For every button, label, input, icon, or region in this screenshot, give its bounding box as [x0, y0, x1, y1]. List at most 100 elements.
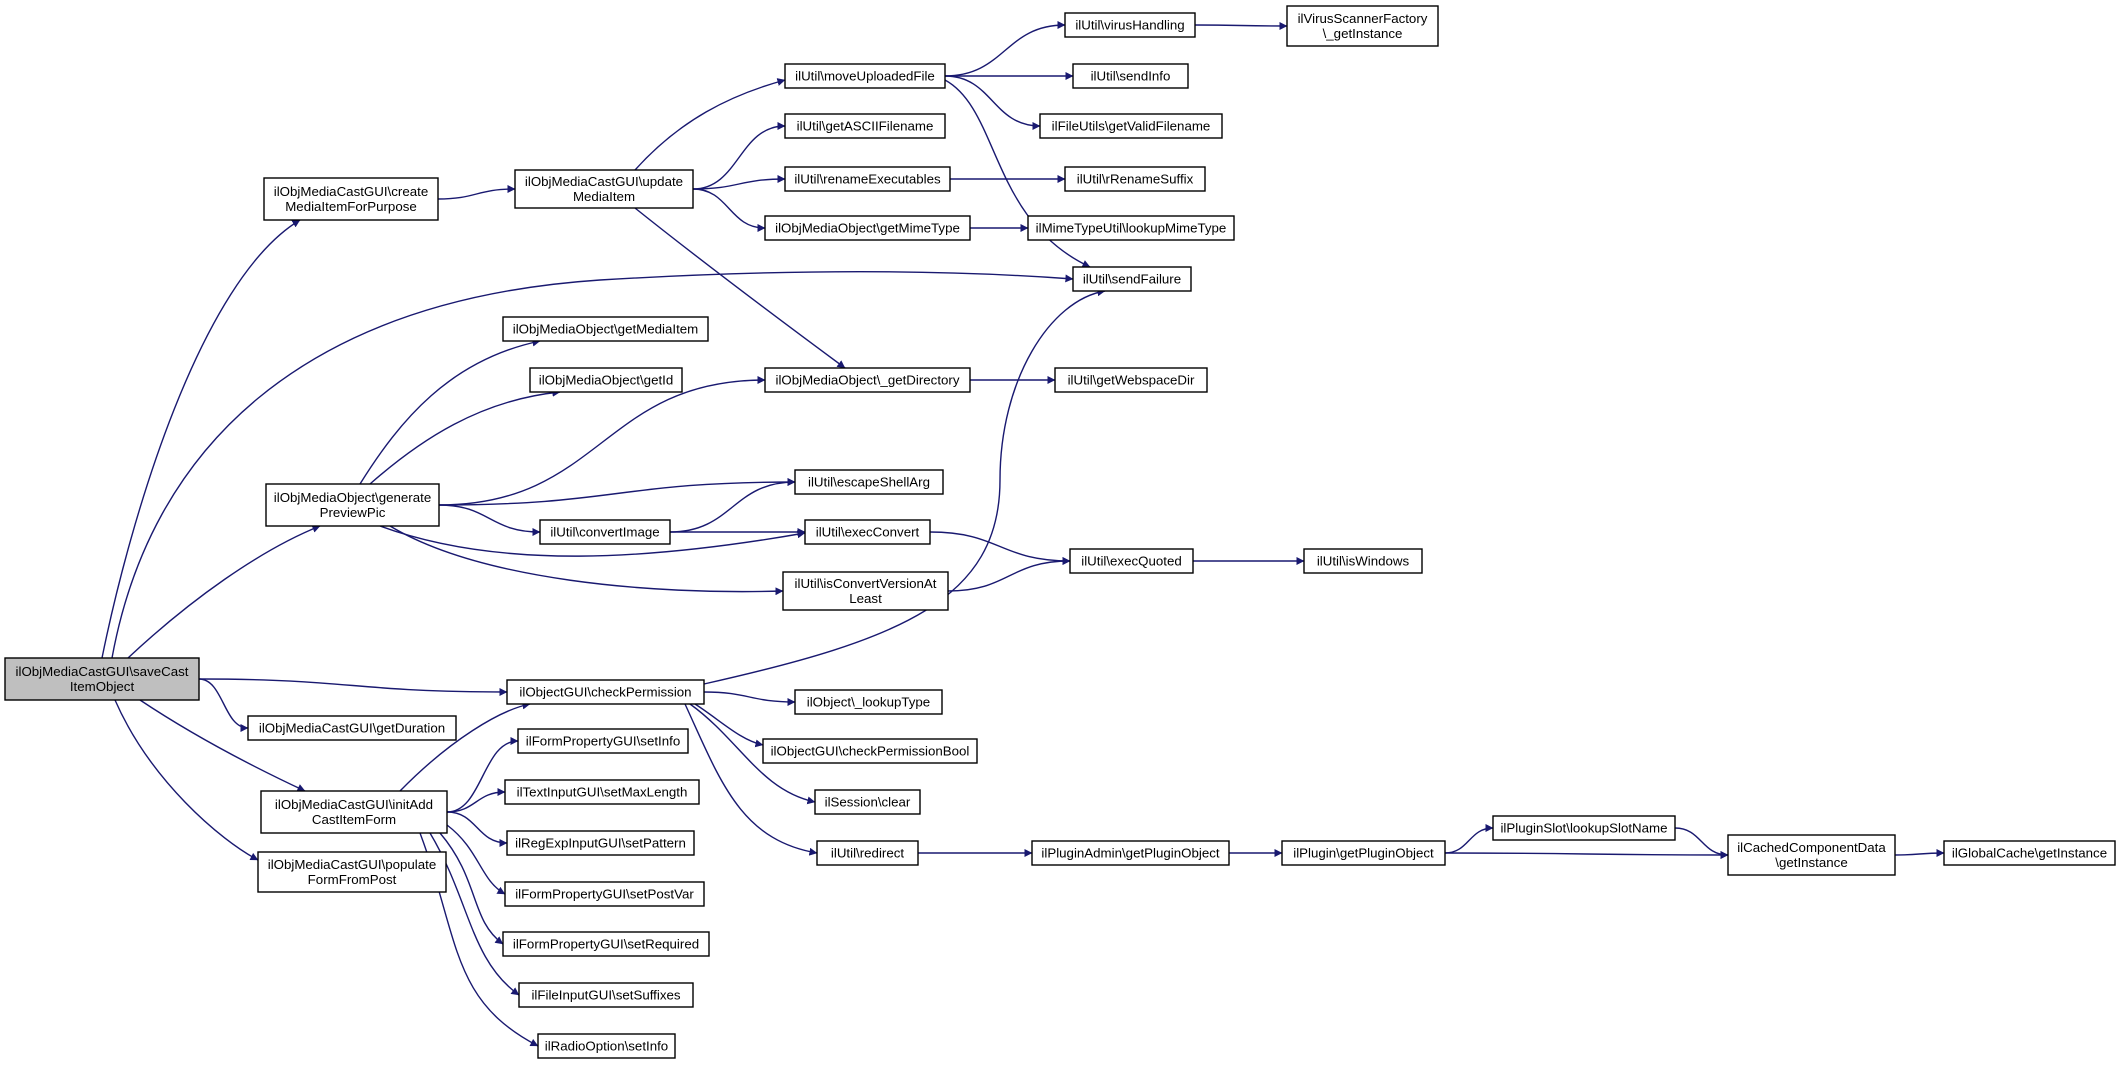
- edge-is-convert-version-to-exec-quoted: [947, 557, 1071, 592]
- node-radio-set-info[interactable]: ilRadioOption\setInfo: [537, 1033, 676, 1059]
- node-plugin-get[interactable]: ilPlugin\getPluginObject: [1281, 840, 1446, 866]
- node-box[interactable]: [764, 367, 971, 393]
- node-check-permission[interactable]: ilObjectGUI\checkPermission: [506, 679, 705, 705]
- node-r-rename[interactable]: ilUtil\rRenameSuffix: [1064, 166, 1206, 192]
- node-box[interactable]: [504, 881, 705, 907]
- node-box[interactable]: [1064, 166, 1206, 192]
- node-set-required[interactable]: ilFormPropertyGUI\setRequired: [502, 931, 710, 957]
- node-box[interactable]: [794, 469, 944, 495]
- node-box[interactable]: [1727, 834, 1896, 876]
- node-box[interactable]: [265, 483, 440, 527]
- node-virus-scanner[interactable]: ilVirusScannerFactory\_getInstance: [1286, 5, 1439, 47]
- node-box[interactable]: [1027, 215, 1235, 241]
- node-box[interactable]: [1064, 12, 1196, 38]
- node-box[interactable]: [514, 169, 694, 209]
- node-exec-convert[interactable]: ilUtil\execConvert: [804, 519, 931, 545]
- node-box[interactable]: [1286, 5, 1439, 47]
- node-lookup-slot[interactable]: ilPluginSlot\lookupSlotName: [1492, 815, 1676, 841]
- node-box[interactable]: [502, 931, 710, 957]
- node-box[interactable]: [247, 715, 457, 741]
- edge-init-add-to-check-permission: [399, 701, 531, 792]
- node-lookup-mime[interactable]: ilMimeTypeUtil\lookupMimeType: [1027, 215, 1235, 241]
- node-lookup-type[interactable]: ilObject\_lookupType: [794, 689, 943, 715]
- node-send-info[interactable]: ilUtil\sendInfo: [1072, 63, 1189, 89]
- node-get-duration[interactable]: ilObjMediaCastGUI\getDuration: [247, 715, 457, 741]
- node-box[interactable]: [504, 779, 700, 805]
- node-send-failure[interactable]: ilUtil\sendFailure: [1072, 266, 1192, 292]
- node-label: ilCachedComponentData: [1737, 840, 1886, 855]
- node-rename-exec[interactable]: ilUtil\renameExecutables: [784, 166, 951, 192]
- node-box[interactable]: [506, 830, 695, 856]
- node-convert-image[interactable]: ilUtil\convertImage: [539, 519, 671, 545]
- node-move-uploaded[interactable]: ilUtil\moveUploadedFile: [784, 63, 946, 89]
- node-box[interactable]: [794, 689, 943, 715]
- node-global-cache[interactable]: ilGlobalCache\getInstance: [1943, 840, 2116, 866]
- node-box[interactable]: [518, 982, 694, 1008]
- node-box[interactable]: [257, 851, 447, 893]
- node-get-mime-type[interactable]: ilObjMediaObject\getMimeType: [764, 215, 971, 241]
- node-box[interactable]: [762, 738, 978, 764]
- node-box[interactable]: [814, 789, 921, 815]
- node-box[interactable]: [506, 679, 705, 705]
- node-box[interactable]: [537, 1033, 676, 1059]
- node-box[interactable]: [1039, 113, 1223, 139]
- node-box[interactable]: [1303, 548, 1423, 574]
- node-label: ilRegExpInputGUI\setPattern: [515, 836, 686, 851]
- node-box[interactable]: [517, 728, 689, 754]
- node-set-max-length[interactable]: ilTextInputGUI\setMaxLength: [504, 779, 700, 805]
- edge-root-to-check-permission: [198, 678, 508, 696]
- node-box[interactable]: [1943, 840, 2116, 866]
- node-box[interactable]: [784, 63, 946, 89]
- node-box[interactable]: [529, 367, 683, 393]
- node-get-media-item[interactable]: ilObjMediaObject\getMediaItem: [502, 316, 709, 342]
- node-box[interactable]: [1031, 840, 1230, 866]
- node-get-valid-filename[interactable]: ilFileUtils\getValidFilename: [1039, 113, 1223, 139]
- node-escape-shell[interactable]: ilUtil\escapeShellArg: [794, 469, 944, 495]
- node-label: ilGlobalCache\getInstance: [1952, 846, 2107, 861]
- node-set-pattern[interactable]: ilRegExpInputGUI\setPattern: [506, 830, 695, 856]
- node-box[interactable]: [816, 840, 919, 866]
- node-cached-comp[interactable]: ilCachedComponentData\getInstance: [1727, 834, 1896, 876]
- node-box[interactable]: [539, 519, 671, 545]
- node-box[interactable]: [782, 571, 949, 611]
- node-box[interactable]: [263, 177, 439, 221]
- node-box[interactable]: [1492, 815, 1676, 841]
- node-box[interactable]: [1072, 63, 1189, 89]
- node-box[interactable]: [1072, 266, 1192, 292]
- node-get-webspace[interactable]: ilUtil\getWebspaceDir: [1054, 367, 1208, 393]
- node-box[interactable]: [4, 657, 200, 701]
- node-session-clear[interactable]: ilSession\clear: [814, 789, 921, 815]
- node-box[interactable]: [784, 166, 951, 192]
- node-set-suffixes[interactable]: ilFileInputGUI\setSuffixes: [518, 982, 694, 1008]
- edge-generate-preview-to-get-media-item: [359, 338, 541, 485]
- node-box[interactable]: [502, 316, 709, 342]
- node-label: ilPluginSlot\lookupSlotName: [1500, 821, 1667, 836]
- node-fp-set-info[interactable]: ilFormPropertyGUI\setInfo: [517, 728, 689, 754]
- node-box[interactable]: [1054, 367, 1208, 393]
- node-create-media-item[interactable]: ilObjMediaCastGUI\createMediaItemForPurp…: [263, 177, 439, 221]
- node-set-post-var[interactable]: ilFormPropertyGUI\setPostVar: [504, 881, 705, 907]
- node-is-windows[interactable]: ilUtil\isWindows: [1303, 548, 1423, 574]
- node-plugin-admin[interactable]: ilPluginAdmin\getPluginObject: [1031, 840, 1230, 866]
- node-redirect[interactable]: ilUtil\redirect: [816, 840, 919, 866]
- node-label: ilPluginAdmin\getPluginObject: [1041, 846, 1219, 861]
- node-get-ascii[interactable]: ilUtil\getASCIIFilename: [784, 113, 946, 139]
- node-get-id[interactable]: ilObjMediaObject\getId: [529, 367, 683, 393]
- node-box[interactable]: [784, 113, 946, 139]
- node-exec-quoted[interactable]: ilUtil\execQuoted: [1069, 548, 1194, 574]
- node-box[interactable]: [1069, 548, 1194, 574]
- edge-generate-preview-to-exec-convert: [379, 525, 806, 557]
- node-box[interactable]: [260, 790, 448, 834]
- node-box[interactable]: [804, 519, 931, 545]
- node-virus-handling[interactable]: ilUtil\virusHandling: [1064, 12, 1196, 38]
- node-box[interactable]: [1281, 840, 1446, 866]
- node-box[interactable]: [764, 215, 971, 241]
- node-get-directory[interactable]: ilObjMediaObject\_getDirectory: [764, 367, 971, 393]
- node-check-perm-bool[interactable]: ilObjectGUI\checkPermissionBool: [762, 738, 978, 764]
